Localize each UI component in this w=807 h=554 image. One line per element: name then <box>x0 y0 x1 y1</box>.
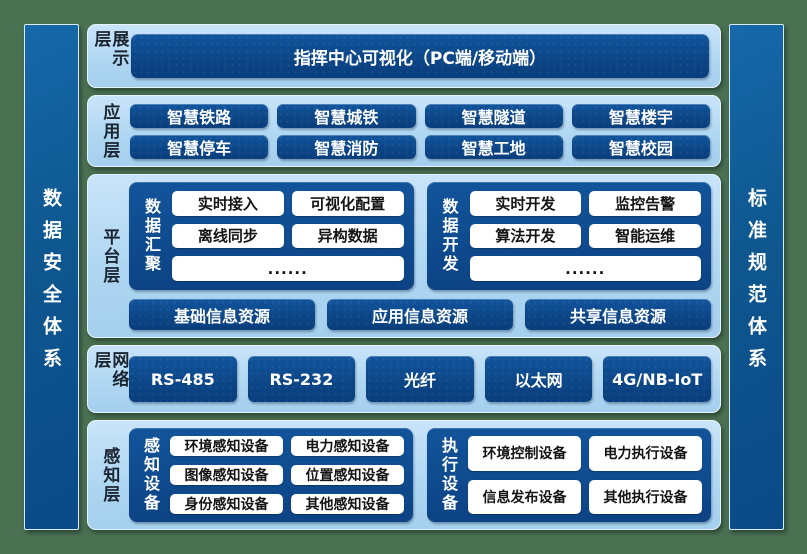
pillar-data-security: 数据安全体系 <box>24 24 79 530</box>
group-perception-devices-grid: 环境感知设备 电力感知设备 图像感知设备 位置感知设备 身份感知设备 其他感知设… <box>170 436 404 514</box>
resource-shared-info: 共享信息资源 <box>525 299 711 330</box>
item-env-sensing: 环境感知设备 <box>170 436 283 456</box>
layer-network-content: RS-485 RS-232 光纤 以太网 4G/NB-IoT <box>128 351 712 407</box>
item-realtime-access: 实时接入 <box>172 191 284 216</box>
layer-perception-label-area: 感知层 <box>95 426 122 524</box>
group-perception-devices: 感知设备 环境感知设备 电力感知设备 图像感知设备 位置感知设备 身份感知设备 … <box>129 428 413 522</box>
command-center-visualization-box: 指挥中心可视化（PC端/移动端） <box>131 34 709 78</box>
layer-display-label-area: 展示层 <box>91 30 129 82</box>
app-item-smart-site: 智慧工地 <box>424 135 563 159</box>
resource-basic-info: 基础信息资源 <box>129 299 315 330</box>
item-info-publish: 信息发布设备 <box>468 479 581 514</box>
item-power-execution: 电力执行设备 <box>589 436 702 471</box>
item-algorithm-dev: 算法开发 <box>469 223 582 249</box>
item-visual-config: 可视化配置 <box>291 191 404 216</box>
app-item-smart-parking: 智慧停车 <box>130 135 269 159</box>
layer-application: 应用层 智慧铁路 智慧城铁 智慧隧道 智慧楼宇 智慧停车 智慧消防 智慧工地 智… <box>87 95 721 167</box>
item-development-ellipsis: ...... <box>469 256 701 281</box>
app-item-smart-railway: 智慧铁路 <box>130 104 269 128</box>
app-item-smart-tunnel: 智慧隧道 <box>424 104 563 128</box>
group-data-aggregation: 数据汇聚 实时接入 可视化配置 离线同步 异构数据 ...... <box>129 182 414 290</box>
pillar-standards-label: 标准规范体系 <box>745 187 767 380</box>
layer-display: 展示层 指挥中心可视化（PC端/移动端） <box>87 24 721 88</box>
pillar-standards: 标准规范体系 <box>729 24 784 530</box>
network-item-ethernet: 以太网 <box>484 356 593 402</box>
app-item-smart-building: 智慧楼宇 <box>571 104 710 128</box>
group-execution-devices: 执行设备 环境控制设备 电力执行设备 信息发布设备 其他执行设备 <box>427 428 711 522</box>
resource-app-info: 应用信息资源 <box>327 299 513 330</box>
item-other-sensing: 其他感知设备 <box>291 494 404 514</box>
group-data-development: 数据开发 实时开发 监控告警 算法开发 智能运维 ...... <box>426 182 711 290</box>
item-env-control: 环境控制设备 <box>468 436 581 471</box>
group-data-development-label: 数据开发 <box>439 198 459 274</box>
layer-platform-label: 平台层 <box>99 227 120 285</box>
layer-network-label: 网络层 <box>90 351 129 389</box>
app-item-smart-fire: 智慧消防 <box>277 135 416 159</box>
item-location-sensing: 位置感知设备 <box>291 465 404 485</box>
item-intelligent-ops: 智能运维 <box>589 223 701 249</box>
layer-platform-label-area: 平台层 <box>95 180 122 332</box>
group-perception-devices-label: 感知设备 <box>141 437 160 513</box>
platform-groups-row: 数据汇聚 实时接入 可视化配置 离线同步 异构数据 ...... 数据开发 实时… <box>129 182 711 290</box>
layer-platform-content: 数据汇聚 实时接入 可视化配置 离线同步 异构数据 ...... 数据开发 实时… <box>128 180 712 332</box>
layer-network: 网络层 RS-485 RS-232 光纤 以太网 4G/NB-IoT <box>87 345 721 413</box>
pillar-data-security-label: 数据安全体系 <box>40 187 62 380</box>
app-item-smart-metro: 智慧城铁 <box>277 104 416 128</box>
group-execution-devices-grid: 环境控制设备 电力执行设备 信息发布设备 其他执行设备 <box>468 436 702 514</box>
item-power-sensing: 电力感知设备 <box>291 436 404 456</box>
layer-application-label: 应用层 <box>99 102 120 160</box>
item-monitor-alert: 监控告警 <box>589 191 701 216</box>
item-other-execution: 其他执行设备 <box>589 479 702 514</box>
network-item-fiber: 光纤 <box>366 356 474 402</box>
layer-application-content: 智慧铁路 智慧城铁 智慧隧道 智慧楼宇 智慧停车 智慧消防 智慧工地 智慧校园 <box>128 101 712 161</box>
item-identity-sensing: 身份感知设备 <box>170 494 283 514</box>
layer-network-label-area: 网络层 <box>91 351 129 407</box>
item-heterogeneous-data: 异构数据 <box>291 223 404 249</box>
platform-resources-row: 基础信息资源 应用信息资源 共享信息资源 <box>129 299 711 330</box>
item-aggregation-ellipsis: ...... <box>172 256 404 281</box>
layers-column: 展示层 指挥中心可视化（PC端/移动端） 应用层 智慧铁路 智慧城铁 智慧隧道 … <box>87 24 721 530</box>
layer-platform: 平台层 数据汇聚 实时接入 可视化配置 离线同步 异构数据 ...... <box>87 174 721 338</box>
layer-display-content: 指挥中心可视化（PC端/移动端） <box>128 30 712 82</box>
group-data-aggregation-label: 数据汇聚 <box>142 198 161 274</box>
layer-perception: 感知层 感知设备 环境感知设备 电力感知设备 图像感知设备 位置感知设备 身份感… <box>87 420 721 530</box>
layer-perception-label: 感知层 <box>99 446 120 504</box>
network-item-rs232: RS-232 <box>247 356 356 402</box>
layer-display-label: 展示层 <box>90 30 129 68</box>
network-item-rs485: RS-485 <box>129 356 237 402</box>
group-data-aggregation-grid: 实时接入 可视化配置 离线同步 异构数据 ...... <box>172 191 404 281</box>
layer-application-label-area: 应用层 <box>95 101 122 161</box>
group-execution-devices-label: 执行设备 <box>439 437 458 513</box>
item-realtime-dev: 实时开发 <box>469 191 582 216</box>
app-item-smart-campus: 智慧校园 <box>571 135 710 159</box>
item-image-sensing: 图像感知设备 <box>170 465 283 485</box>
layer-perception-content: 感知设备 环境感知设备 电力感知设备 图像感知设备 位置感知设备 身份感知设备 … <box>128 426 712 524</box>
network-item-4g-nbiot: 4G/NB-IoT <box>603 356 711 402</box>
item-offline-sync: 离线同步 <box>172 223 284 249</box>
group-data-development-grid: 实时开发 监控告警 算法开发 智能运维 ...... <box>469 191 701 281</box>
